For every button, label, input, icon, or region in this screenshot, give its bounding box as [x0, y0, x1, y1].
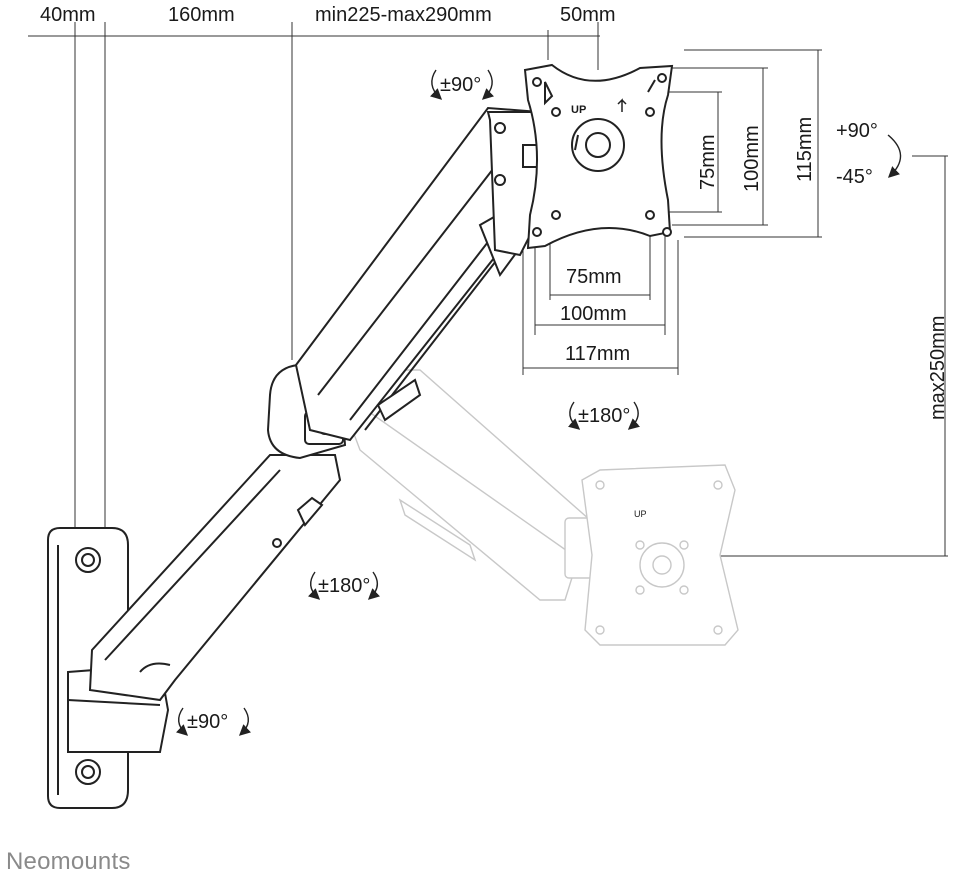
rotation-labels: +90° -45° ±90° ±180° ±180° ±90° — [187, 74, 878, 733]
dimension-labels: 40mm 160mm min225-max290mm 50mm 75mm 100… — [40, 4, 949, 420]
rotation-arrows — [176, 69, 902, 736]
label-arm-length: 160mm — [168, 4, 235, 26]
brand-logo-text: Neomounts — [6, 848, 131, 875]
ghost-arm-lower-position: UP — [328, 369, 739, 646]
label-tilt-down: -45° — [836, 166, 873, 188]
label-rotate-plate: ±180° — [578, 405, 630, 427]
dimension-lines — [28, 22, 948, 557]
label-plate-offset: 50mm — [560, 4, 616, 26]
label-vesa-inner-w: 75mm — [566, 266, 622, 288]
label-vesa-outer-w: 100mm — [560, 303, 627, 325]
vesa-up-label: UP — [571, 104, 586, 116]
up-arrow-icon — [617, 98, 627, 112]
lower-arm — [88, 454, 342, 702]
ghost-up-label: UP — [634, 509, 647, 519]
label-vesa-outer-h: 100mm — [741, 125, 763, 192]
label-swivel-head: ±90° — [440, 74, 481, 96]
label-height-adjust: max250mm — [927, 316, 949, 420]
label-plate-width: 117mm — [565, 343, 630, 365]
vesa-plate: UP — [523, 63, 674, 250]
label-swivel-base: ±90° — [187, 711, 228, 733]
label-wall-offset: 40mm — [40, 4, 96, 26]
label-tilt-up: +90° — [836, 120, 878, 142]
label-swivel-elbow: ±180° — [318, 575, 370, 597]
label-plate-height: 115mm — [794, 117, 816, 182]
label-vesa-inner-h: 75mm — [697, 134, 719, 190]
label-extension-range: min225-max290mm — [315, 4, 492, 26]
